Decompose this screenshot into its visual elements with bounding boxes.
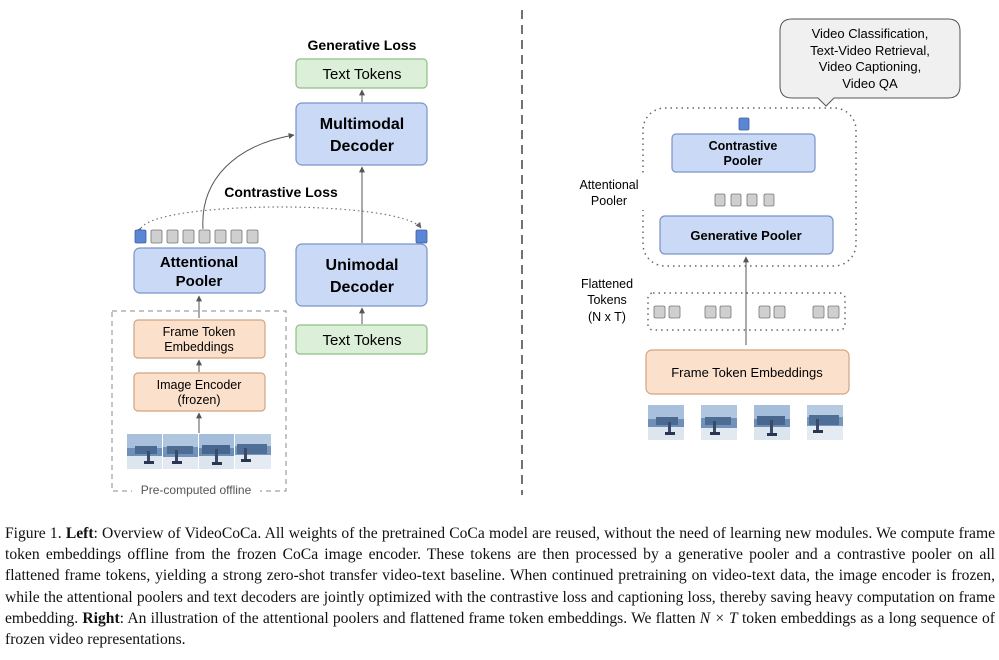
frame-token-embeddings-box-right: [645, 349, 850, 395]
token: [230, 229, 243, 244]
frame-token-embeddings-box: [133, 319, 266, 359]
videococa-diagram: Generative Loss Text Tokens Multimodal D…: [111, 10, 961, 497]
right-panel: Video Classification, Text-Video Retriev…: [579, 18, 961, 440]
caption-left-text: : Overview of VideoCoCa. All weights of …: [5, 525, 995, 627]
precomputed-label: Pre-computed offline: [141, 483, 252, 497]
pooled-token-row: [714, 193, 775, 207]
video-frame: [701, 405, 737, 440]
token: [182, 229, 195, 244]
attentional-pooler-box: [133, 247, 266, 294]
output-cls-token: [738, 117, 750, 131]
token: [198, 229, 211, 244]
flattened-label-2: Tokens: [587, 293, 627, 307]
text-cls-token: [415, 229, 428, 244]
token: [714, 193, 726, 207]
attentional-label-1: Attentional: [579, 178, 638, 192]
flattened-token-row: [653, 305, 840, 319]
video-frame: [754, 405, 790, 440]
image-encoder-box: [133, 372, 266, 412]
token: [763, 193, 775, 207]
video-frame: [235, 434, 271, 469]
image-encoder-label-1: Image Encoder: [157, 378, 242, 392]
video-frame: [199, 434, 234, 469]
task-line-4: Video QA: [842, 76, 898, 91]
token: [166, 229, 179, 244]
caption-right-text-2: token embeddings as a long sequence of f…: [5, 609, 995, 649]
contrastive-loss-arc: [135, 206, 422, 235]
generative-pooler-box: [659, 215, 834, 255]
frame-token-embeddings-label-2: Embeddings: [164, 340, 234, 354]
tasks-speech-bubble: [779, 18, 961, 107]
caption-figure-label: Figure 1.: [5, 525, 62, 542]
token: [214, 229, 227, 244]
multimodal-decoder-box: [295, 102, 428, 166]
image-encoder-label-2: (frozen): [177, 393, 220, 407]
task-line-2: Text-Video Retrieval,: [810, 43, 930, 58]
text-tokens-bottom-box: [295, 324, 428, 355]
figure-caption: Figure 1. Left: Overview of VideoCoCa. A…: [5, 523, 995, 650]
token: [827, 305, 840, 319]
generative-pooler-label: Generative Pooler: [690, 228, 801, 243]
video-frame: [163, 434, 198, 469]
unimodal-decoder-box: [295, 243, 428, 307]
token: [730, 193, 742, 207]
token: [719, 305, 732, 319]
caption-left-head: Left: [65, 525, 94, 542]
left-video-frames: [127, 434, 271, 469]
token: [773, 305, 786, 319]
token: [150, 229, 163, 244]
video-frame: [807, 405, 843, 440]
caption-right-head: Right: [82, 609, 120, 627]
attentional-label-2: Pooler: [591, 194, 627, 208]
multimodal-decoder-label-1: Multimodal: [320, 116, 404, 133]
frame-token-embeddings-label-1: Frame Token: [163, 325, 236, 339]
frame-token-embeddings-label-right: Frame Token Embeddings: [671, 365, 823, 380]
contrastive-pooler-label-2: Pooler: [724, 154, 763, 168]
task-line-3: Video Captioning,: [819, 59, 921, 74]
contrastive-pooler-label-1: Contrastive: [709, 139, 778, 153]
video-frame: [127, 434, 162, 469]
pooler-to-decoder-arrow: [202, 132, 295, 230]
contrastive-pooler-box: [671, 133, 816, 173]
flattened-label-3: (N x T): [588, 310, 626, 324]
generative-loss-label: Generative Loss: [308, 37, 417, 53]
unimodal-decoder-label-2: Decoder: [330, 279, 394, 296]
unimodal-decoder-label-1: Unimodal: [326, 257, 399, 274]
token: [246, 229, 259, 244]
token: [746, 193, 758, 207]
attentional-pooler-label-1: Attentional: [160, 254, 238, 271]
caption-math: N × T: [699, 609, 738, 627]
token: [653, 305, 666, 319]
attentional-pooler-label-2: Pooler: [176, 273, 223, 290]
multimodal-decoder-label-2: Decoder: [330, 138, 394, 155]
task-line-1: Video Classification,: [812, 26, 929, 41]
video-frame: [648, 405, 684, 440]
caption-right-text-1: : An illustration of the attentional poo…: [119, 609, 696, 627]
right-video-frames: [648, 405, 843, 440]
token: [704, 305, 717, 319]
cls-token: [134, 229, 147, 244]
text-tokens-top-box: [295, 58, 428, 89]
left-token-row: [134, 229, 259, 244]
token: [812, 305, 825, 319]
token: [758, 305, 771, 319]
flattened-label-1: Flattened: [581, 277, 633, 291]
text-tokens-top-label: Text Tokens: [323, 66, 402, 83]
left-panel: Generative Loss Text Tokens Multimodal D…: [111, 37, 428, 497]
token: [668, 305, 681, 319]
contrastive-loss-label: Contrastive Loss: [224, 184, 338, 200]
text-tokens-bottom-label: Text Tokens: [323, 332, 402, 349]
